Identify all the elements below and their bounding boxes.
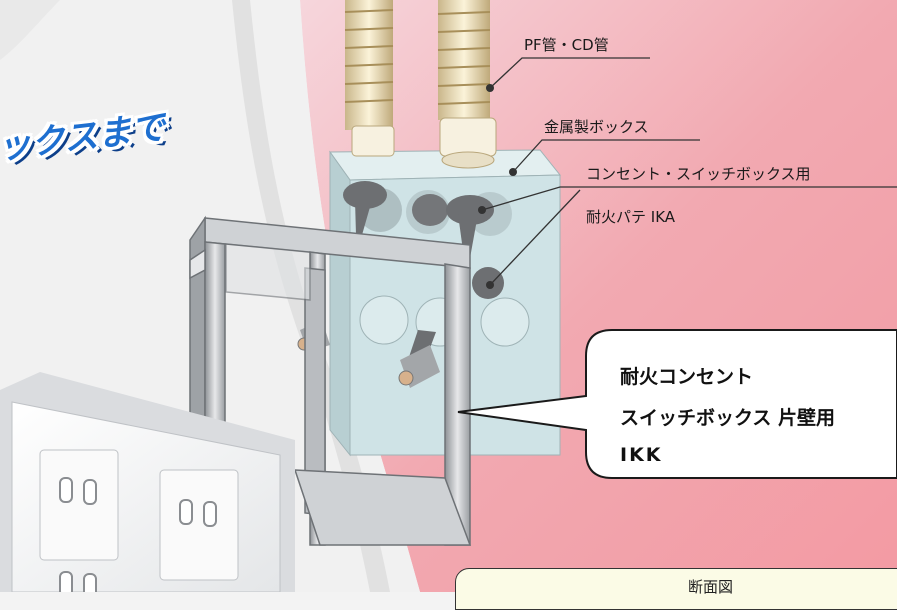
fireproof-box-ikk <box>189 215 472 546</box>
callout-line-3: IKK <box>620 444 663 466</box>
section-diagram-title: 断面図 <box>688 578 734 596</box>
pf-cd-pipes <box>344 0 497 169</box>
illustration <box>0 0 897 592</box>
callout-line-2: スイッチボックス 片壁用 <box>620 407 836 429</box>
section-diagram-panel <box>455 568 897 610</box>
label-putty-name: 耐火パテ IKA <box>586 208 676 226</box>
callout-bubble <box>457 329 897 479</box>
leader-lines <box>478 57 897 289</box>
label-pf-cd-pipe: PF管・CD管 <box>524 36 609 54</box>
label-metal-box: 金属製ボックス <box>544 118 649 136</box>
callout-line-1: 耐火コンセント <box>620 366 754 388</box>
wall-plate <box>0 372 295 592</box>
label-putty-use: コンセント・スイッチボックス用 <box>586 165 811 183</box>
